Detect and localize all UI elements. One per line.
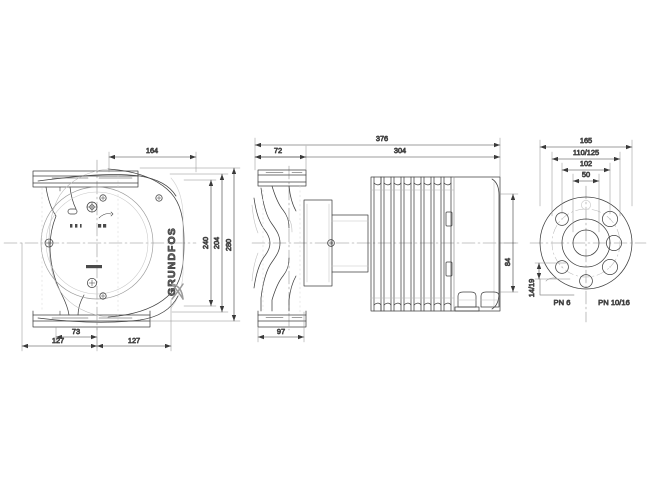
bolt-circle — [551, 208, 621, 278]
label-pn6: PN 6 — [554, 298, 571, 307]
mode-arc-icon — [98, 213, 112, 219]
motor-body — [370, 176, 501, 312]
dimension-164: 164 — [146, 146, 158, 155]
view-front: GRUNDFOS — [3, 159, 197, 331]
motor-face-inner-circle — [45, 191, 149, 295]
dimension-127-left: 127 — [52, 336, 64, 345]
dimension-127-right: 127 — [128, 336, 140, 345]
cover-screws — [99, 194, 163, 300]
bottom-flange — [32, 314, 151, 328]
view-side — [251, 165, 517, 331]
flange-raised-face — [561, 218, 611, 268]
dimension-304: 304 — [394, 146, 406, 155]
volute-inner-rib-bottom — [77, 294, 85, 316]
shell-inner-edge — [170, 177, 184, 309]
dimension-110-125: 110/125 — [573, 148, 599, 157]
volute-profile-inner — [260, 187, 281, 312]
dimension-72: 72 — [274, 146, 282, 155]
bolt-hole-pn10-mid — [606, 235, 622, 251]
side-top-flange — [257, 169, 307, 183]
volute-profile-lower-outer — [271, 257, 290, 312]
volute-profile-upper-outer — [271, 185, 290, 229]
dimension-240: 240 — [201, 237, 210, 249]
view-flange — [529, 185, 647, 323]
top-flange — [32, 170, 139, 184]
grundfos-x-logo — [171, 283, 184, 300]
bolt-hole-bottom-center — [579, 274, 593, 288]
dimension-50: 50 — [582, 170, 590, 179]
bolt-hole-top-center — [581, 200, 591, 210]
label-pn1016: PN 10/16 — [598, 298, 630, 307]
lower-button[interactable] — [87, 278, 97, 288]
flange-bore — [572, 229, 600, 257]
display-window — [67, 208, 78, 215]
adapter-block — [303, 199, 333, 287]
bolt-holes — [555, 200, 622, 288]
brand-text: GRUNDFOS — [166, 227, 178, 296]
volute-profile-outer2 — [253, 197, 271, 289]
dimension-97: 97 — [277, 327, 285, 336]
side-screw — [44, 238, 54, 248]
nameplate-strip — [86, 265, 102, 269]
volute-rib-up — [288, 185, 297, 212]
dimensions-flange-view: 165 110/125 102 50 14/19 PN 6 PN 10/16 — [527, 136, 633, 307]
dimension-14-19: 14/19 — [527, 279, 536, 298]
dimension-102: 102 — [580, 159, 592, 168]
control-panel[interactable] — [67, 201, 114, 288]
dimension-165: 165 — [580, 136, 592, 145]
motor-rating-labels — [445, 211, 453, 277]
dimensions-front-view: 164 240 204 280 73 — [21, 146, 241, 352]
dimension-280: 280 — [224, 239, 233, 251]
motor-shell-outline — [107, 168, 185, 318]
dimension-84: 84 — [503, 258, 512, 266]
hole-center-marks — [561, 218, 611, 282]
shaft-bolt — [327, 239, 335, 247]
dimensions-side-view: 376 304 72 97 84 — [254, 134, 519, 343]
cooling-fins — [370, 176, 455, 312]
side-bottom-flange — [257, 314, 307, 328]
body-silhouette — [539, 278, 575, 296]
cover-seam-top — [37, 174, 177, 197]
dimension-376: 376 — [376, 134, 388, 143]
volute-inner-rib-top — [69, 186, 77, 210]
led-indicators-left — [70, 224, 82, 228]
motor-rear-rounded-cap — [491, 178, 500, 310]
cable-glands — [454, 291, 500, 312]
led-indicators-right — [98, 224, 107, 228]
dimension-73: 73 — [72, 327, 80, 336]
flange-outer-circle — [539, 196, 633, 290]
shaft-housing — [331, 214, 369, 273]
motor-face-circle — [40, 186, 154, 300]
bolt-hole-pn10-bottom — [602, 259, 618, 275]
cover-seam-bottom — [37, 295, 179, 323]
dimension-204: 204 — [212, 237, 221, 249]
volute-rib-down — [288, 275, 297, 312]
bolt-hole-pn6-bottom — [555, 260, 569, 274]
